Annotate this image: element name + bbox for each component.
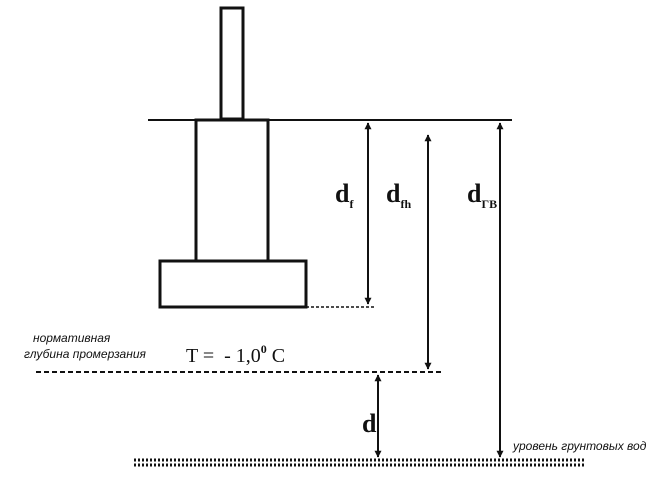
df-sub: f bbox=[349, 197, 354, 211]
temperature-prefix: T = - 1,0 bbox=[186, 345, 261, 367]
dfh-main: d bbox=[386, 179, 401, 208]
dgv-sub: ГВ bbox=[481, 197, 497, 211]
d-label: d bbox=[362, 409, 377, 438]
column-body bbox=[194, 118, 270, 263]
dfh-sub: fh bbox=[400, 197, 411, 211]
frost-depth-caption-line1: нормативная bbox=[33, 331, 111, 345]
temperature-unit: C bbox=[267, 345, 285, 367]
dfh-label: dfh bbox=[386, 179, 411, 211]
df-label: df bbox=[335, 179, 354, 211]
footing bbox=[158, 259, 308, 309]
frost-depth-caption-line2: глубина промерзания bbox=[24, 347, 147, 361]
temperature-degree: 0 bbox=[261, 342, 267, 356]
df-main: d bbox=[335, 179, 350, 208]
temperature-label: T = - 1,00 C bbox=[186, 342, 285, 367]
groundwater-caption: уровень грунтовых вод bbox=[512, 439, 647, 453]
dgv-main: d bbox=[467, 179, 482, 208]
column-upper bbox=[219, 6, 245, 121]
dgv-label: dГВ bbox=[467, 179, 497, 211]
